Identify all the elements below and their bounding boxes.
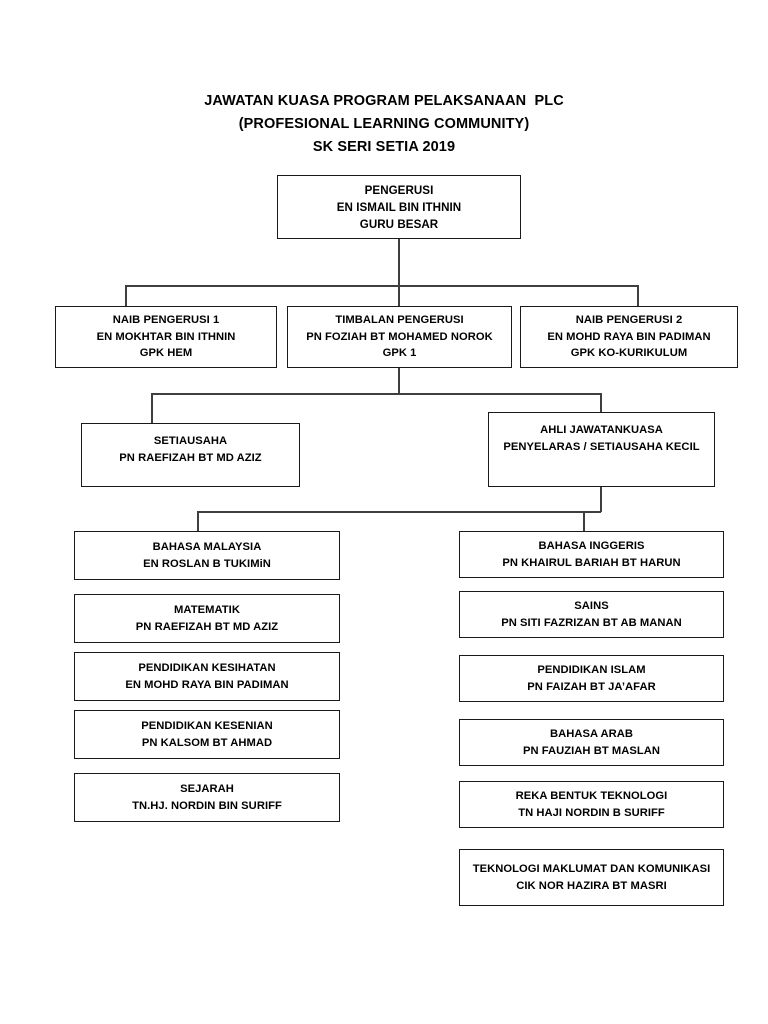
naib1-name: EN MOKHTAR BIN ITHNIN [96, 330, 236, 343]
subject-title: SAINS [574, 600, 609, 612]
connector-drop-ahli-jawatankuasa [600, 393, 602, 412]
timbalan-role: TIMBALAN PENGERUSI [335, 314, 464, 327]
node-subject-sejarah: SEJARAH TN.HJ. NORDIN BIN SURIFF [74, 773, 340, 822]
setiausaha-role: SETIAUSAHA [153, 435, 228, 447]
title-line-2: (PROFESIONAL LEARNING COMMUNITY) [238, 116, 530, 132]
subject-title: PENDIDIKAN KESENIAN [141, 720, 273, 732]
ahli-jawatankuasa-line-2: PENYELARAS / SETIAUSAHA KECIL [503, 440, 700, 453]
title-line-1: JAWATAN KUASA PROGRAM PELAKSANAAN PLC [204, 93, 564, 109]
connector-drop-naib2 [637, 285, 639, 307]
naib2-role: NAIB PENGERUSI 2 [575, 314, 683, 327]
subject-person: CIK NOR HAZIRA BT MASRI [516, 879, 667, 892]
page-title: JAWATAN KUASA PROGRAM PELAKSANAAN PLC (P… [0, 90, 768, 159]
naib1-position: GPK HEM [139, 347, 193, 360]
subject-title: SEJARAH [180, 783, 234, 795]
connector-level3-bus [151, 393, 601, 395]
subject-person: EN MOHD RAYA BIN PADIMAN [125, 678, 289, 691]
node-subject-reka-bentuk-teknologi: REKA BENTUK TEKNOLOGI TN HAJI NORDIN B S… [459, 781, 724, 828]
node-subject-bahasa-arab: BAHASA ARAB PN FAUZIAH BT MASLAN [459, 719, 724, 766]
timbalan-name: PN FOZIAH BT MOHAMED NOROK [306, 330, 493, 343]
node-naib-pengerusi-2: NAIB PENGERUSI 2 EN MOHD RAYA BIN PADIMA… [520, 306, 738, 368]
node-subject-bahasa-malaysia: BAHASA MALAYSIA EN ROSLAN B TUKIMiN [74, 531, 340, 580]
naib2-name: EN MOHD RAYA BIN PADIMAN [547, 330, 711, 343]
subject-title: REKA BENTUK TEKNOLOGI [515, 790, 668, 802]
node-subject-teknologi-maklumat-dan-komunikasi: TEKNOLOGI MAKLUMAT DAN KOMUNIKASI CIK NO… [459, 849, 724, 906]
pengerusi-position: GURU BESAR [359, 217, 439, 231]
subject-person: PN FAUZIAH BT MASLAN [522, 744, 661, 757]
subject-title: PENDIDIKAN ISLAM [537, 664, 646, 676]
subject-person: PN RAEFIZAH BT MD AZIZ [135, 620, 279, 633]
subject-person: TN.HJ. NORDIN BIN SURIFF [132, 799, 282, 812]
node-subject-sains: SAINS PN SITI FAZRIZAN BT AB MANAN [459, 591, 724, 638]
connector-drop-naib1 [125, 285, 127, 307]
node-naib-pengerusi-1: NAIB PENGERUSI 1 EN MOKHTAR BIN ITHNIN G… [55, 306, 277, 368]
connector-committee-stem [600, 487, 602, 512]
title-line-3: SK SERI SETIA 2019 [312, 139, 456, 155]
pengerusi-name: EN ISMAIL BIN ITHNIN [336, 200, 462, 214]
subject-person: PN FAIZAH BT JA’AFAR [527, 680, 656, 693]
connector-drop-left-column [197, 511, 199, 532]
connector-level2-bus [125, 285, 639, 287]
subject-title: BAHASA INGGERIS [538, 540, 645, 552]
subject-title: BAHASA MALAYSIA [152, 541, 262, 553]
connector-drop-timbalan [398, 285, 400, 307]
subject-person: TN HAJI NORDIN B SURIFF [518, 806, 665, 819]
subject-title: PENDIDIKAN KESIHATAN [138, 662, 276, 674]
subject-title: MATEMATIK [174, 604, 240, 616]
node-timbalan-pengerusi: TIMBALAN PENGERUSI PN FOZIAH BT MOHAMED … [287, 306, 512, 368]
connector-timbalan-stem [398, 368, 400, 394]
node-setiausaha: SETIAUSAHA PN RAEFIZAH BT MD AZIZ [81, 423, 300, 487]
subject-person: PN KHAIRUL BARIAH BT HARUN [502, 556, 681, 569]
node-subject-pendidikan-kesihatan: PENDIDIKAN KESIHATAN EN MOHD RAYA BIN PA… [74, 652, 340, 701]
subject-title: BAHASA ARAB [549, 728, 633, 740]
pengerusi-role: PENGERUSI [364, 183, 434, 197]
ahli-jawatankuasa-line-1: AHLI JAWATANKUASA [540, 424, 663, 436]
node-ahli-jawatankuasa: AHLI JAWATANKUASA PENYELARAS / SETIAUSAH… [488, 412, 715, 487]
connector-pengerusi-stem [398, 239, 400, 286]
timbalan-position: GPK 1 [382, 347, 417, 360]
node-subject-pendidikan-islam: PENDIDIKAN ISLAM PN FAIZAH BT JA’AFAR [459, 655, 724, 702]
node-subject-pendidikan-kesenian: PENDIDIKAN KESENIAN PN KALSOM BT AHMAD [74, 710, 340, 759]
subject-person: PN SITI FAZRIZAN BT AB MANAN [501, 616, 682, 629]
connector-subjects-bus [197, 511, 601, 513]
node-subject-matematik: MATEMATIK PN RAEFIZAH BT MD AZIZ [74, 594, 340, 643]
node-pengerusi: PENGERUSI EN ISMAIL BIN ITHNIN GURU BESA… [277, 175, 521, 239]
subject-person: PN KALSOM BT AHMAD [141, 736, 273, 749]
subject-person: EN ROSLAN B TUKIMiN [143, 557, 271, 570]
node-subject-bahasa-inggeris: BAHASA INGGERIS PN KHAIRUL BARIAH BT HAR… [459, 531, 724, 578]
connector-drop-setiausaha [151, 393, 153, 423]
setiausaha-name: PN RAEFIZAH BT MD AZIZ [119, 451, 262, 464]
naib1-role: NAIB PENGERUSI 1 [112, 314, 220, 327]
connector-drop-right-column [583, 511, 585, 532]
subject-title: TEKNOLOGI MAKLUMAT DAN KOMUNIKASI [472, 863, 711, 875]
naib2-position: GPK KO-KURIKULUM [570, 347, 688, 360]
